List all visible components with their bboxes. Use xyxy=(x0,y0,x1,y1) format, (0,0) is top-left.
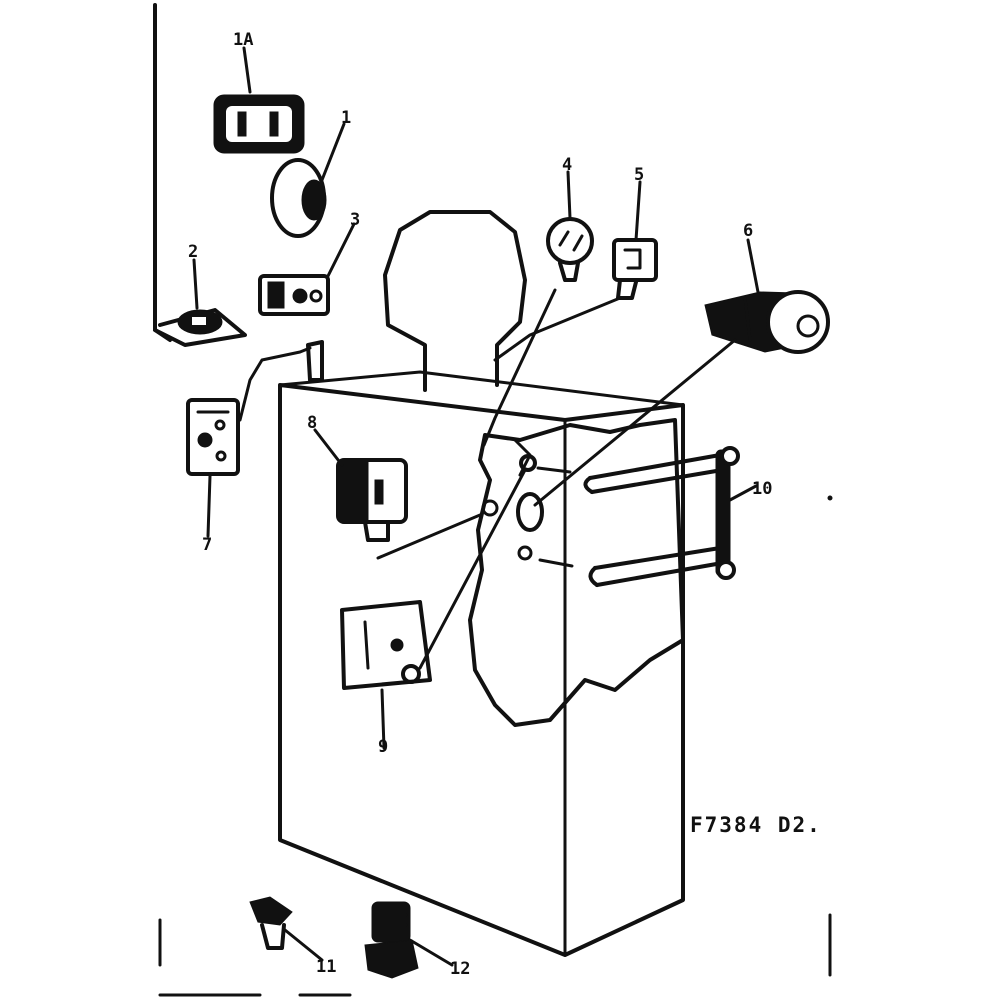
callout-12: 12 xyxy=(450,959,470,979)
part-9-thermostat-control xyxy=(340,600,432,690)
callout-6: 6 xyxy=(743,221,753,241)
callout-1: 1 xyxy=(341,108,351,128)
drawing-code: F7384 D2. xyxy=(690,813,822,837)
callout-11: 11 xyxy=(316,957,336,977)
draft-hood xyxy=(383,210,527,392)
callout-9: 9 xyxy=(378,737,388,757)
callout-1a: 1A xyxy=(233,30,253,50)
page-edge-marks xyxy=(158,495,833,997)
leader-lines xyxy=(192,46,760,967)
callout-5: 5 xyxy=(634,165,644,185)
part-4-temperature-gauge xyxy=(546,217,594,282)
part-1a-cover-plate xyxy=(213,94,305,154)
part-11-drain-fitting xyxy=(249,896,293,950)
callout-3: 3 xyxy=(350,210,360,230)
callout-4: 4 xyxy=(562,155,572,175)
part-3-switch-block xyxy=(258,274,330,316)
burner-ports xyxy=(481,454,544,561)
left-frame-wire xyxy=(153,3,172,342)
part-8-pilot-assembly xyxy=(336,458,408,542)
callout-labels: 1A 1 2 3 4 5 6 7 8 9 10 11 12 xyxy=(188,30,772,979)
part-2-mounting-bracket xyxy=(153,308,247,347)
part-6-gas-valve-cylinder xyxy=(704,290,830,354)
callout-2: 2 xyxy=(188,242,198,262)
heater-cabinet xyxy=(278,370,685,957)
part-1-control-knob xyxy=(270,158,327,238)
callout-7: 7 xyxy=(202,535,212,555)
part-12-relief-valve xyxy=(364,901,419,979)
part-7-junction-box xyxy=(186,340,324,476)
callout-10: 10 xyxy=(752,479,772,499)
callout-8: 8 xyxy=(307,413,317,433)
part-10-handle-assembly xyxy=(583,446,740,587)
part-5-thermostat-sensor xyxy=(612,238,658,300)
